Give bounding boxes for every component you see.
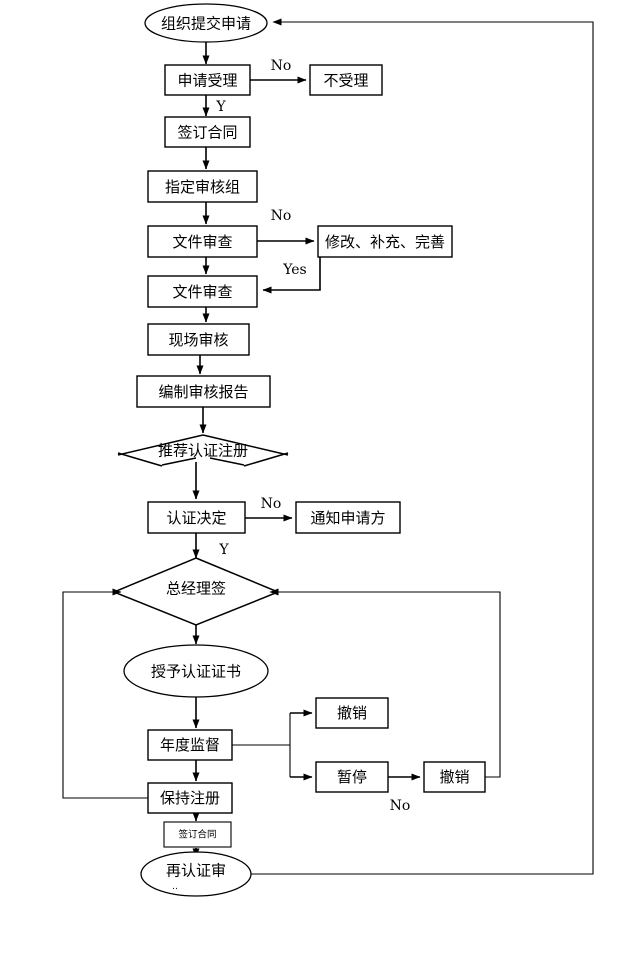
node-certification-decision-shape [147, 501, 246, 534]
node-prepare-audit-report[interactable]: 编制审核报告 [136, 375, 271, 408]
node-sign-contract-shape [164, 116, 251, 148]
node-submit-application[interactable]: 组织提交申请 [144, 3, 268, 43]
node-withdraw-right-label: 撤销 [439, 768, 469, 786]
node-submit-application-label: 组织提交申请 [161, 15, 251, 33]
node-accept-application-label: 申请受理 [177, 72, 237, 90]
node-onsite-audit[interactable]: 现场审核 [147, 323, 250, 356]
node-recommend-registration[interactable]: 推荐认证注册 [117, 434, 289, 467]
node-annual-surveillance-shape [147, 729, 233, 761]
node-revise-supplement-improve-shape [317, 225, 453, 258]
node-document-review-1-label: 文件审查 [172, 233, 232, 251]
node-withdraw-right-shape [423, 761, 486, 793]
node-recertification-audit[interactable]: 再认证审 .. [140, 851, 252, 897]
node-withdraw-upper[interactable]: 撤销 [315, 697, 389, 729]
node-document-review-2[interactable]: 文件审查 [147, 275, 258, 308]
node-gm-signature[interactable]: 总经理签 [112, 557, 280, 626]
node-assign-audit-team-shape [147, 170, 258, 203]
node-not-accepted-label: 不受理 [323, 72, 368, 90]
edge-label-revise-yes: Yes [282, 262, 307, 278]
node-sign-contract-small-shape [163, 821, 232, 848]
node-withdraw-upper-label: 撤销 [337, 704, 367, 722]
edge-label-decision-yes: Y [218, 542, 229, 558]
node-grant-certificate[interactable]: 授予认证证书 [123, 644, 269, 698]
node-recertification-audit-shape [140, 851, 252, 897]
edge-label-decision-no: No [261, 496, 282, 512]
node-sign-contract-small-label: 签订合同 [178, 829, 216, 841]
edge-revise-to-docreview2 [262, 256, 321, 294]
node-annual-surveillance-label: 年度监督 [160, 736, 220, 754]
node-onsite-audit-label: 现场审核 [168, 331, 228, 349]
edge-withdraw2-back-to-gm [269, 588, 501, 778]
node-document-review-2-shape [147, 275, 258, 308]
node-suspend-shape [315, 761, 389, 793]
node-accept-application-shape [164, 64, 251, 96]
node-recommend-registration-label: 推荐认证注册 [158, 442, 248, 460]
node-prepare-audit-report-label: 编制审核报告 [158, 383, 248, 401]
node-assign-audit-team-label: 指定审核组 [165, 178, 240, 196]
node-sign-contract-small[interactable]: 签订合同 [163, 821, 232, 848]
node-withdraw-upper-shape [315, 697, 389, 729]
node-revise-supplement-improve-label: 修改、补充、完善 [325, 233, 445, 251]
node-not-accepted-shape [309, 64, 383, 96]
node-maintain-registration-shape [147, 782, 233, 814]
node-accept-application[interactable]: 申请受理 [164, 64, 251, 96]
node-recertification-audit-dots: .. [172, 882, 178, 892]
node-onsite-audit-shape [147, 323, 250, 356]
node-sign-contract[interactable]: 签订合同 [164, 116, 251, 148]
node-recommend-registration-edge-tl [117, 434, 204, 456]
node-certification-decision[interactable]: 认证决定 [147, 501, 246, 534]
node-withdraw-right[interactable]: 撤销 [423, 761, 486, 793]
edge-recert-back-to-apply [251, 18, 594, 875]
edge-label-withdraw-no: No [390, 798, 411, 814]
node-maintain-registration[interactable]: 保持注册 [147, 782, 233, 814]
node-revise-supplement-improve[interactable]: 修改、补充、完善 [317, 225, 453, 258]
node-not-accepted[interactable]: 不受理 [309, 64, 383, 96]
node-grant-certificate-label: 授予认证证书 [151, 663, 241, 681]
node-recommend-registration-edge-bl [117, 452, 163, 467]
node-gm-signature-shape [112, 557, 280, 626]
node-suspend[interactable]: 暂停 [315, 761, 389, 793]
node-annual-surveillance[interactable]: 年度监督 [147, 729, 233, 761]
node-notify-applicant[interactable]: 通知申请方 [295, 501, 401, 534]
edge-maintain-back-to-gm [62, 588, 148, 799]
node-document-review-2-label: 文件审查 [172, 283, 232, 301]
node-maintain-registration-label: 保持注册 [160, 789, 220, 807]
node-gm-signature-label: 总经理签 [166, 580, 226, 598]
edge-label-docreview-no: No [271, 208, 292, 224]
node-assign-audit-team[interactable]: 指定审核组 [147, 170, 258, 203]
node-recommend-registration-edge-br2 [209, 457, 245, 466]
node-notify-applicant-shape [295, 501, 401, 534]
node-recertification-audit-label: 再认证审 [166, 862, 226, 880]
node-notify-applicant-label: 通知申请方 [310, 509, 385, 527]
node-recommend-registration-edge-tr [202, 434, 289, 456]
node-certification-decision-label: 认证决定 [166, 509, 226, 527]
node-grant-certificate-shape [123, 644, 269, 698]
node-recommend-registration-edge-bl2 [161, 457, 197, 466]
node-suspend-label: 暂停 [337, 768, 367, 786]
edge-label-accept-no: No [271, 58, 292, 74]
node-document-review-1-shape [147, 225, 258, 258]
node-submit-application-shape [144, 3, 268, 43]
node-sign-contract-label: 签订合同 [177, 124, 237, 142]
node-prepare-audit-report-shape [136, 375, 271, 408]
edge-label-accept-yes: Y [215, 99, 226, 115]
node-recommend-registration-edge-br [243, 452, 289, 467]
node-document-review-1[interactable]: 文件审查 [147, 225, 258, 258]
